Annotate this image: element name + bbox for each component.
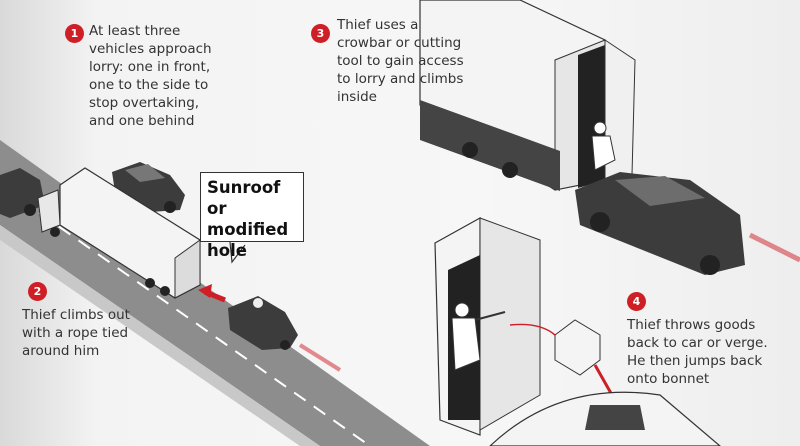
step-1-badge: 1 <box>65 24 84 43</box>
car-under-lorry <box>575 172 745 275</box>
step-4-badge: 4 <box>627 292 646 311</box>
goods-box <box>554 319 601 376</box>
step-2-text: Thief climbs out with a rope tied around… <box>22 307 130 359</box>
thief-climbing <box>591 121 616 171</box>
step-1-text: At least three vehicles approach lorry: … <box>89 23 212 129</box>
lorry-door-open <box>434 216 541 436</box>
step-2-badge: 2 <box>28 282 47 301</box>
road-verge <box>0 225 320 446</box>
lorry-moving <box>37 167 201 299</box>
step-3-text: Thief uses a crowbar or cutting tool to … <box>337 17 464 105</box>
sunroof-callout: Sunroof or modified hole <box>200 172 304 260</box>
lorry-rear-open <box>419 0 636 191</box>
car-behind <box>228 296 298 350</box>
step-3-badge: 3 <box>311 24 330 43</box>
step-4-text: Thief throws goods back to car or verge.… <box>627 317 768 387</box>
car-front-left <box>0 168 45 218</box>
